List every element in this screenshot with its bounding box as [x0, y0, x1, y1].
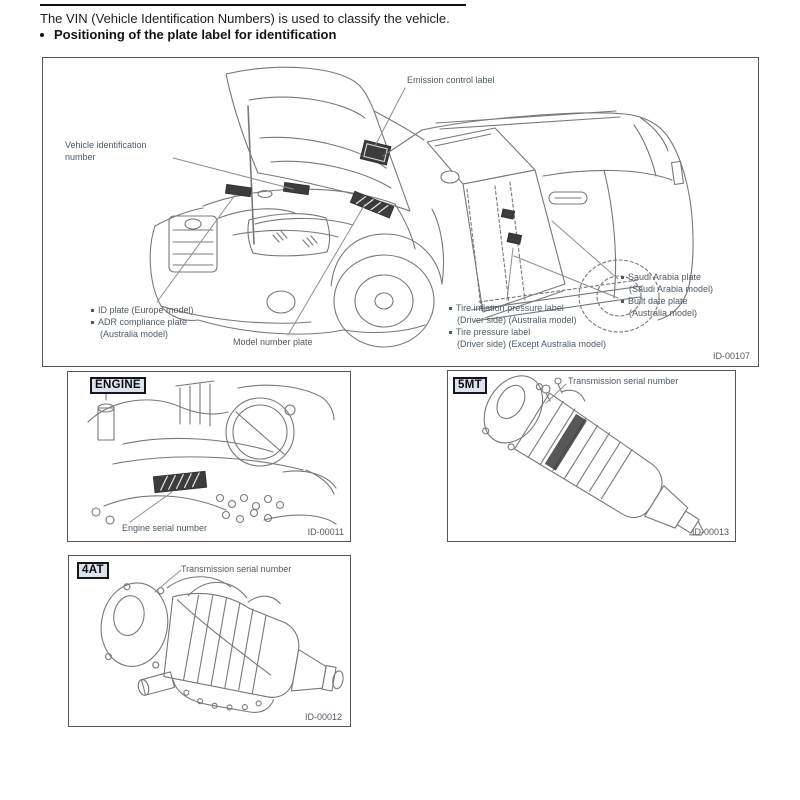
vin-plate-marker-2 — [283, 181, 310, 196]
section-heading: Positioning of the plate label for ident… — [40, 27, 336, 42]
mt5-illustration — [482, 375, 704, 536]
bullet-square-icon — [621, 276, 624, 279]
label-4at-serial: Transmission serial number — [181, 564, 292, 574]
label-engine-serial: Engine serial number — [122, 523, 208, 533]
bullet-square-icon — [621, 300, 624, 303]
bullet-square-icon — [449, 331, 452, 334]
figure-id-5mt: ID-00013 — [691, 527, 729, 537]
figure-vehicle-label-locations: Emission control label Vehicle identific… — [42, 57, 759, 367]
figure-id-engine: ID-00011 — [307, 527, 344, 537]
tire-label-marker — [500, 208, 516, 220]
tag-4at: 4AT — [77, 562, 109, 579]
label-saudi-plate-line2: (Saudi Arabia model) — [629, 284, 714, 294]
label-adr-plate-line2: (Australia model) — [100, 329, 169, 339]
bullet-square-icon — [91, 309, 94, 312]
label-id-plate-text: ID plate (Europe model) — [98, 305, 194, 315]
label-tire-inflation-text: Tire inflation pressure label — [456, 303, 564, 313]
label-tire-pressure-line2: (Driver side) (Except Australia model) — [457, 339, 607, 349]
bolt-cluster — [215, 493, 285, 524]
car-illustration — [149, 66, 694, 348]
label-adr-plate-text: ADR compliance plate — [98, 317, 188, 327]
label-id-plate: ID plate (Europe model) — [91, 305, 194, 316]
figure-id-4at: ID-00012 — [304, 712, 342, 722]
bullet-square-icon — [449, 307, 452, 310]
vin-plate-marker — [225, 183, 252, 198]
label-emission-control: Emission control label — [407, 75, 495, 85]
figure-engine-serial: ENGINE Engine serial number ID-00011 — [67, 371, 351, 542]
label-saudi-plate-text: Saudi Arabia plate — [628, 272, 702, 282]
mt-serial-band-marker — [545, 414, 587, 471]
label-adr-plate: ADR compliance plate — [91, 317, 187, 328]
label-built-date-plate: Built date plate — [621, 296, 688, 307]
engine-illustration — [87, 380, 337, 525]
page-title: 1. IDENTIFICATION NUMBER AND LABEL LOCAT… — [40, 0, 467, 6]
label-saudi-plate: Saudi Arabia plate — [621, 272, 701, 283]
section-heading-label: Positioning of the plate label for ident… — [54, 27, 337, 42]
label-model-number-plate: Model number plate — [233, 337, 313, 347]
intro-text: The VIN (Vehicle Identification Numbers)… — [40, 11, 450, 26]
at4-illustration — [100, 569, 344, 713]
model-number-plate-marker — [349, 190, 395, 219]
bullet-square-icon — [91, 321, 94, 324]
door-plate-marker — [506, 232, 523, 245]
bullet-dot-icon — [40, 32, 44, 37]
label-tire-pressure: Tire pressure label — [449, 327, 530, 338]
figure-id-main: ID-00107 — [712, 351, 750, 361]
label-built-date-plate-line2: (Australia model) — [629, 308, 698, 318]
label-tire-pressure-text: Tire pressure label — [456, 327, 531, 337]
figure-5mt-serial: 5MT Transmission serial number ID-00013 — [447, 370, 736, 542]
label-built-date-plate-text: Built date plate — [628, 296, 688, 306]
label-vin-line1: Vehicle identification — [65, 140, 147, 150]
engine-serial-plate-marker — [152, 470, 208, 494]
label-5mt-serial: Transmission serial number — [568, 376, 679, 386]
tag-engine: ENGINE — [90, 377, 146, 394]
tag-5mt: 5MT — [453, 377, 487, 394]
label-vin-line2: number — [65, 152, 96, 162]
label-tire-inflation: Tire inflation pressure label — [449, 303, 564, 314]
emission-label-marker — [359, 139, 392, 166]
figure-4at-serial: 4AT Transmission serial number ID-00012 — [68, 555, 351, 727]
label-tire-inflation-line2: (Driver side) (Australia model) — [457, 315, 577, 325]
